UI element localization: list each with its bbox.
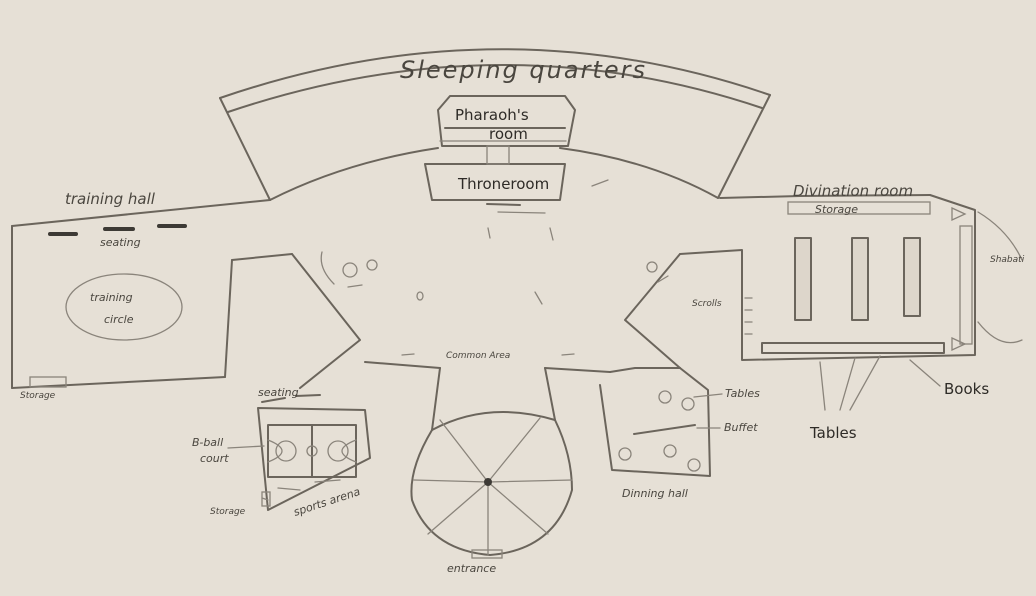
label-bball-2: court xyxy=(200,452,229,465)
divination-room xyxy=(679,194,1023,411)
label-pharaohs-room-1: Pharaoh's xyxy=(455,106,529,124)
label-storage-arena: Storage xyxy=(210,507,246,517)
label-sports-arena: sports arena xyxy=(292,485,362,519)
training-hall xyxy=(11,199,293,389)
label-bball-1: B-ball xyxy=(192,436,223,449)
label-seating-arena: seating xyxy=(258,386,299,399)
label-buffet: Buffet xyxy=(724,421,758,434)
label-divination-room: Divination room xyxy=(793,182,913,200)
labels: Sleeping quarters Pharaoh's room Throner… xyxy=(20,56,1025,575)
label-entrance: entrance xyxy=(447,562,496,575)
dining-hall xyxy=(599,367,723,477)
sleeping-quarters xyxy=(219,48,771,201)
pharaohs-room xyxy=(437,95,576,147)
label-training-circle-1: training xyxy=(90,291,133,304)
label-storage-left: Storage xyxy=(20,391,56,401)
label-seating-top: seating xyxy=(100,236,141,249)
sports-arena xyxy=(227,394,371,511)
label-pharaohs-room-2: room xyxy=(489,125,528,143)
label-sleeping-quarters: Sleeping quarters xyxy=(400,56,647,84)
label-scrolls: Scrolls xyxy=(692,299,722,309)
common-area xyxy=(291,194,931,431)
label-dining-tables: Tables xyxy=(725,387,760,400)
label-throne-room: Throneroom xyxy=(457,175,549,193)
label-storage-top: Storage xyxy=(815,203,858,216)
label-dining-hall: Dinning hall xyxy=(622,487,688,500)
label-training-hall: training hall xyxy=(65,190,156,208)
entrance-rotunda xyxy=(410,411,573,559)
label-shabati: Shabati xyxy=(990,255,1025,265)
label-common-area: Common Area xyxy=(446,351,510,361)
label-books: Books xyxy=(944,380,989,398)
label-training-circle-2: circle xyxy=(104,313,134,326)
label-tables: Tables xyxy=(809,424,857,442)
throne-room xyxy=(424,145,609,214)
